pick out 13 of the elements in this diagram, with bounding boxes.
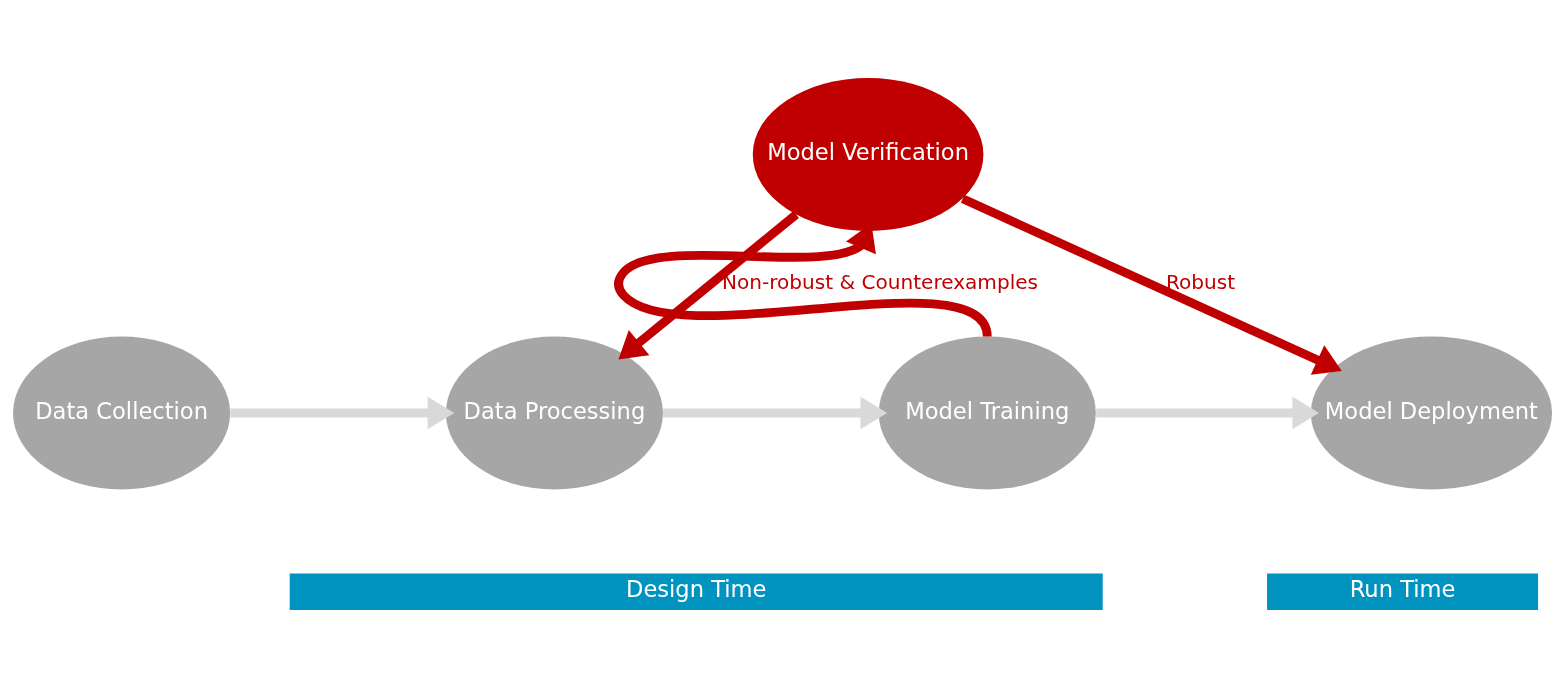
arrow xyxy=(618,210,799,359)
node-ellipse: Data Collection xyxy=(13,335,231,490)
node-box: Run Time xyxy=(1267,573,1539,610)
arrow xyxy=(960,194,1342,375)
node-ellipse: Data Processing xyxy=(445,335,663,490)
node-box: Design Time xyxy=(289,573,1103,610)
edge-label: Non-robust & Counterexamples xyxy=(721,269,1039,294)
arrow xyxy=(1096,396,1319,429)
arrow xyxy=(230,396,455,429)
arrow xyxy=(663,396,888,429)
edge-label: Robust xyxy=(1166,269,1236,294)
node-ellipse: Model Verification xyxy=(752,77,984,231)
node-ellipse: Model Training xyxy=(878,335,1096,490)
